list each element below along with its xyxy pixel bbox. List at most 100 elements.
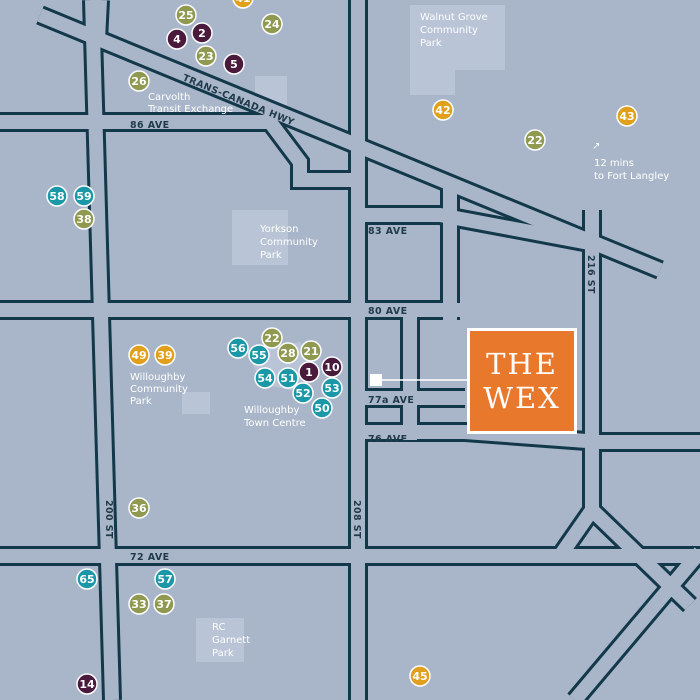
marker-54: 54 bbox=[254, 367, 276, 389]
walnut-grove-park-area bbox=[410, 5, 505, 95]
wex-pointer bbox=[370, 374, 467, 386]
wex-location-square bbox=[370, 374, 382, 386]
marker-number: 45 bbox=[412, 670, 427, 683]
carvolth-label: Carvolth Transit Exchange bbox=[147, 92, 233, 115]
marker-43: 43 bbox=[616, 105, 638, 127]
the-wex-feature-box: THE WEX bbox=[470, 331, 574, 431]
marker-circle bbox=[292, 382, 314, 404]
label-200-st: 200 ST bbox=[103, 500, 114, 539]
marker-circle bbox=[76, 673, 98, 695]
marker-number: 25 bbox=[178, 9, 193, 22]
marker-circle bbox=[73, 208, 95, 230]
the-wex-line-1: THE bbox=[486, 347, 558, 381]
marker-number: 58 bbox=[49, 190, 64, 203]
marker-25: 25 bbox=[175, 4, 197, 26]
marker-55: 55 bbox=[248, 344, 270, 366]
marker-50: 50 bbox=[311, 397, 333, 419]
marker-circle bbox=[321, 377, 343, 399]
marker-24: 24 bbox=[261, 13, 283, 35]
marker-circle bbox=[73, 185, 95, 207]
marker-number: 37 bbox=[156, 598, 171, 611]
marker-22: 22 bbox=[524, 129, 546, 151]
marker-39: 39 bbox=[154, 344, 176, 366]
marker-number: 26 bbox=[131, 75, 147, 88]
marker-53: 53 bbox=[321, 377, 343, 399]
place-labels: Walnut Grove Community Park Carvolth Tra… bbox=[130, 12, 669, 659]
willoughby-centre-label: Willoughby Town Centre bbox=[243, 405, 306, 429]
marker-41: 41 bbox=[232, 0, 254, 9]
fort-langley-label: 12 mins to Fort Langley bbox=[594, 158, 669, 182]
marker-number: 42 bbox=[435, 104, 450, 117]
marker-circle bbox=[232, 0, 254, 9]
marker-number: 10 bbox=[324, 361, 340, 374]
marker-circle bbox=[175, 4, 197, 26]
marker-number: 50 bbox=[314, 402, 330, 415]
marker-33: 33 bbox=[128, 593, 150, 615]
marker-circle bbox=[195, 45, 217, 67]
marker-circle bbox=[321, 356, 343, 378]
marker-26: 26 bbox=[128, 70, 150, 92]
marker-number: 65 bbox=[79, 573, 94, 586]
marker-4: 4 bbox=[166, 28, 188, 50]
marker-38: 38 bbox=[73, 208, 95, 230]
marker-circle bbox=[300, 340, 322, 362]
label-86-ave: 86 AVE bbox=[130, 120, 169, 131]
marker-circle bbox=[432, 99, 454, 121]
marker-circle bbox=[616, 105, 638, 127]
marker-number: 54 bbox=[257, 372, 273, 385]
marker-number: 33 bbox=[131, 598, 146, 611]
label-216-st: 216 ST bbox=[585, 255, 596, 294]
marker-circle bbox=[298, 361, 320, 383]
marker-number: 14 bbox=[79, 678, 95, 691]
marker-circle bbox=[76, 568, 98, 590]
marker-58: 58 bbox=[46, 185, 68, 207]
marker-45: 45 bbox=[409, 665, 431, 687]
marker-number: 2 bbox=[198, 27, 206, 40]
marker-circle bbox=[261, 13, 283, 35]
marker-5: 5 bbox=[223, 53, 245, 75]
marker-circle bbox=[128, 344, 150, 366]
willoughby-park-label: Willoughby Community Park bbox=[130, 372, 191, 407]
marker-28: 28 bbox=[277, 342, 299, 364]
marker-circle bbox=[227, 337, 249, 359]
marker-number: 1 bbox=[305, 366, 313, 379]
marker-number: 57 bbox=[157, 573, 172, 586]
marker-circle bbox=[261, 327, 283, 349]
marker-number: 43 bbox=[619, 110, 634, 123]
marker-number: 53 bbox=[324, 382, 339, 395]
marker-circle bbox=[166, 28, 188, 50]
label-208-st: 208 ST bbox=[351, 500, 362, 539]
the-wex-line-2: WEX bbox=[483, 381, 561, 415]
marker-23: 23 bbox=[195, 45, 217, 67]
marker-1: 1 bbox=[298, 361, 320, 383]
yorkson-park-area bbox=[232, 210, 288, 265]
marker-circle bbox=[46, 185, 68, 207]
marker-14: 14 bbox=[76, 673, 98, 695]
marker-22: 22 bbox=[261, 327, 283, 349]
marker-number: 52 bbox=[295, 387, 310, 400]
willoughby-park-area bbox=[182, 392, 210, 414]
rc-garnett-label: RC Garnett Park bbox=[212, 622, 253, 659]
label-72-ave: 72 AVE bbox=[130, 552, 169, 563]
marker-number: 38 bbox=[76, 213, 91, 226]
marker-51: 51 bbox=[277, 367, 299, 389]
marker-circle bbox=[524, 129, 546, 151]
marker-number: 49 bbox=[131, 349, 146, 362]
marker-circle bbox=[128, 593, 150, 615]
marker-circle bbox=[277, 342, 299, 364]
marker-circle bbox=[154, 568, 176, 590]
marker-circle bbox=[191, 22, 213, 44]
marker-56: 56 bbox=[227, 337, 249, 359]
marker-circle bbox=[128, 497, 150, 519]
marker-59: 59 bbox=[73, 185, 95, 207]
marker-number: 41 bbox=[235, 0, 250, 5]
marker-number: 28 bbox=[280, 347, 295, 360]
marker-circle bbox=[277, 367, 299, 389]
marker-number: 24 bbox=[264, 18, 280, 31]
marker-circle bbox=[254, 367, 276, 389]
marker-number: 55 bbox=[251, 349, 266, 362]
marker-circle bbox=[154, 344, 176, 366]
label-77a-ave: 77a AVE bbox=[368, 395, 414, 406]
